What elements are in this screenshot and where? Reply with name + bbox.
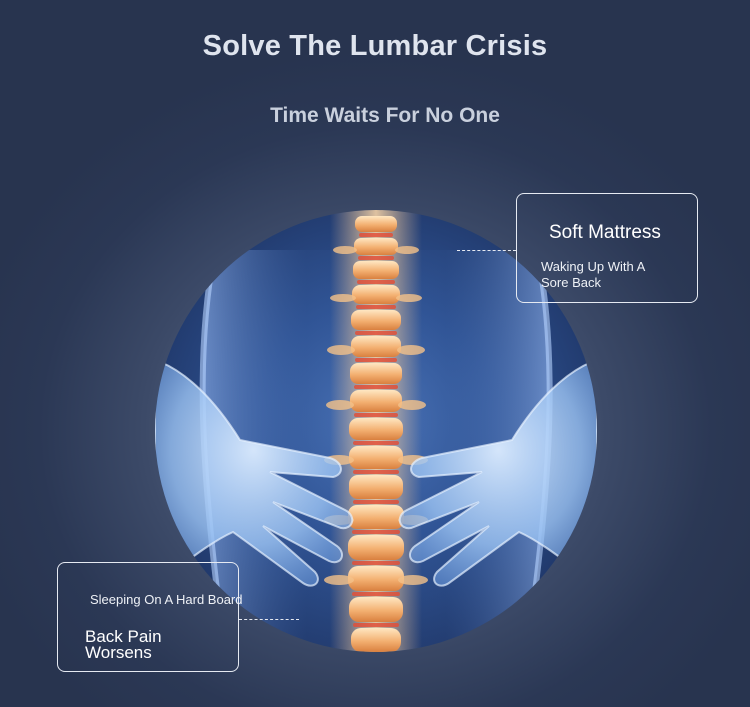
callout-leader-top	[457, 250, 516, 251]
spine-illustration	[155, 210, 597, 652]
callout-hard-board: Sleeping On A Hard Board Back Pain Worse…	[57, 562, 243, 672]
page-title: Solve The Lumbar Crisis	[202, 30, 548, 62]
callout-hard-text: Sleeping On A Hard Board	[90, 592, 243, 607]
callout-soft-title: Soft Mattress	[549, 222, 661, 243]
callout-soft-text: Waking Up With A Sore Back	[541, 259, 645, 290]
callout-hard-title: Back Pain Worsens	[85, 627, 162, 662]
page-subtitle: Time Waits For No One	[270, 104, 500, 127]
spine-xray-icon	[155, 210, 597, 652]
callout-leader-bottom	[239, 619, 299, 620]
callout-soft-mattress: Soft Mattress Waking Up With A Sore Back	[516, 193, 698, 303]
